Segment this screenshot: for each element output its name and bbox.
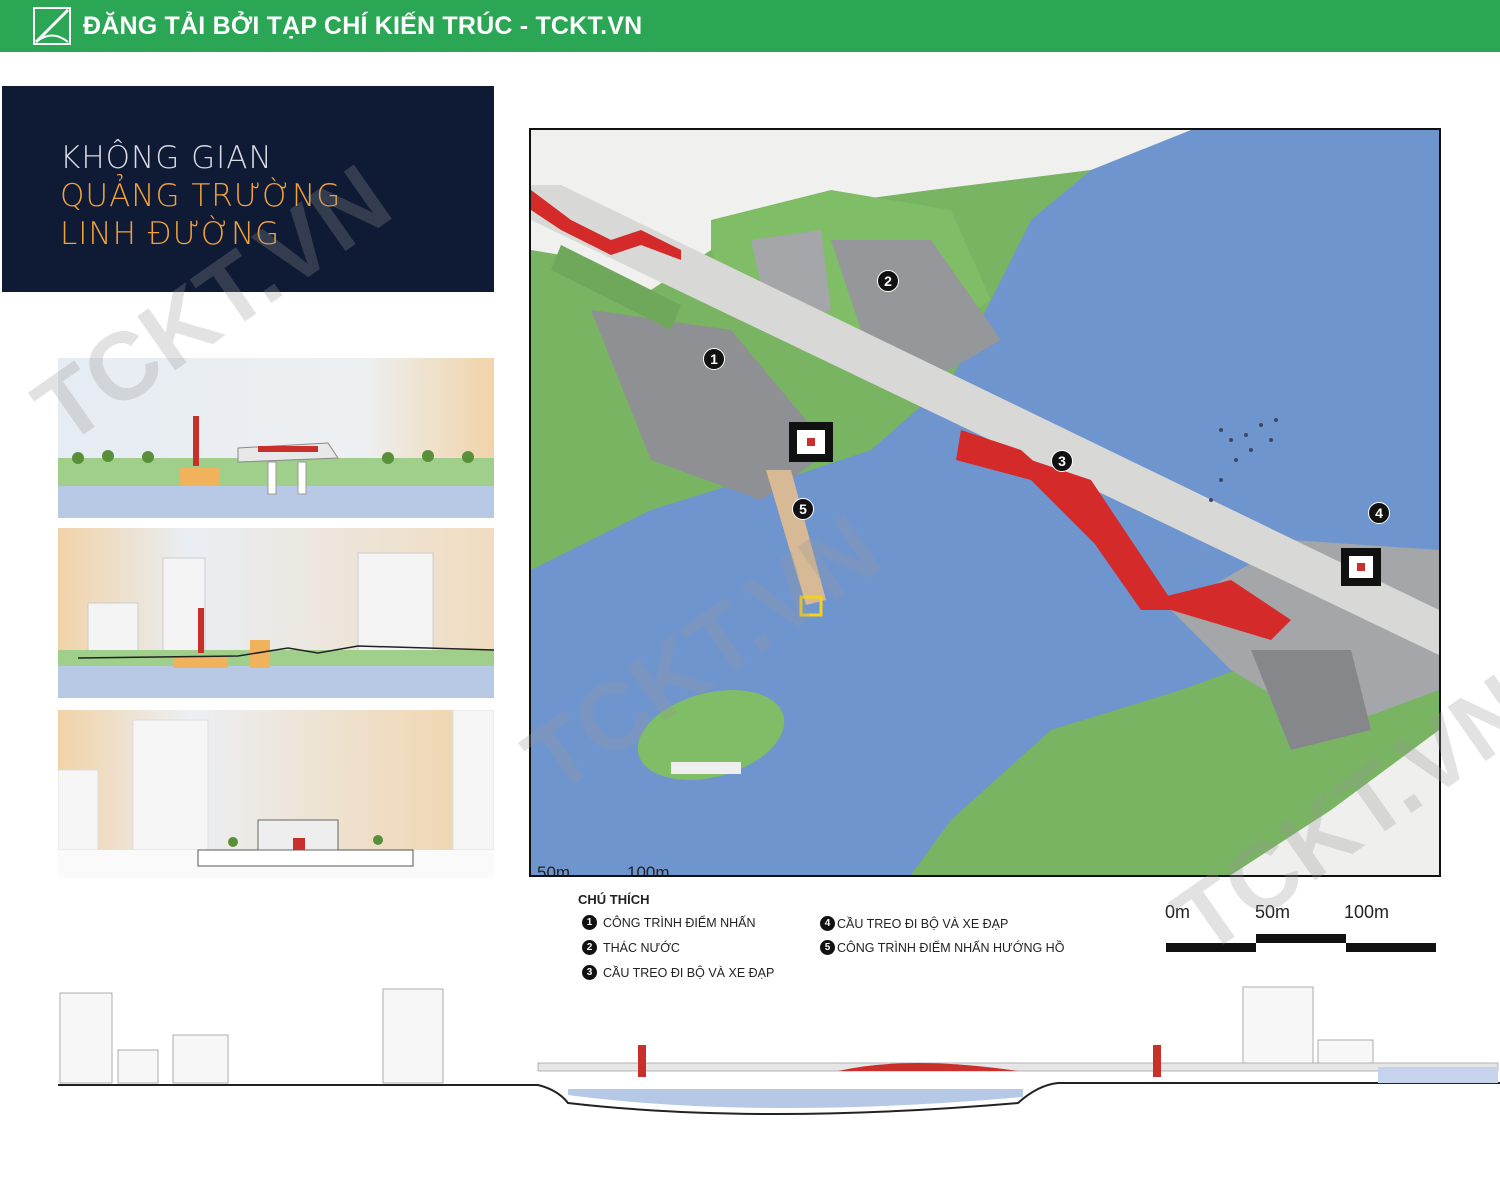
header-banner: ĐĂNG TẢI BỞI TẠP CHÍ KIẾN TRÚC - TCKT.VN xyxy=(0,0,1500,52)
title-line-2: QUẢNG TRƯỜNG xyxy=(60,178,342,214)
legend-item-1: 1 CÔNG TRÌNH ĐIỂM NHẤN xyxy=(582,915,756,930)
legend-label: THÁC NƯỚC xyxy=(603,940,680,955)
tckt-logo-icon xyxy=(33,7,71,45)
map-marker-2[interactable]: 2 xyxy=(877,270,899,292)
number-badge-icon: 2 xyxy=(582,940,597,955)
number-badge-icon: 1 xyxy=(582,915,597,930)
map-scale-50m: 50m xyxy=(537,863,571,877)
banner-text: ĐĂNG TẢI BỞI TẠP CHÍ KIẾN TRÚC - TCKT.VN xyxy=(83,11,643,40)
map-scale-100m: 100m xyxy=(627,863,670,877)
number-badge-icon: 5 xyxy=(820,940,835,955)
scalebar-segment xyxy=(1166,943,1256,952)
scalebar-label-100: 100m xyxy=(1344,902,1390,922)
map-marker-4[interactable]: 4 xyxy=(1368,502,1390,524)
map-marker-3[interactable]: 3 xyxy=(1051,450,1073,472)
legend-item-3: 3 CẦU TREO ĐI BỘ VÀ XE ĐẠP xyxy=(582,965,774,980)
number-badge-icon: 3 xyxy=(582,965,597,980)
scalebar-segment xyxy=(1346,943,1436,952)
legend-label: CẦU TREO ĐI BỘ VÀ XE ĐẠP xyxy=(837,916,1009,931)
title-box: KHÔNG GIAN QUẢNG TRƯỜNG LINH ĐƯỜNG xyxy=(2,86,494,292)
map-marker-1[interactable]: 1 xyxy=(703,348,725,370)
number-badge-icon: 4 xyxy=(820,916,835,931)
map-drawing xyxy=(531,130,1439,875)
section-rendering-3 xyxy=(58,710,494,878)
scalebar-label-50: 50m xyxy=(1255,902,1291,922)
title-line-1: KHÔNG GIAN xyxy=(60,140,273,176)
legend-title: CHÚ THÍCH xyxy=(578,892,650,907)
legend-label: CẦU TREO ĐI BỘ VÀ XE ĐẠP xyxy=(603,965,775,980)
scalebar-label-0: 0m xyxy=(1165,902,1191,922)
title-line-3: LINH ĐƯỜNG xyxy=(60,216,281,252)
map-marker-5[interactable]: 5 xyxy=(792,498,814,520)
section-rendering-1 xyxy=(58,358,494,518)
legend-item-2: 2 THÁC NƯỚC xyxy=(582,940,680,955)
master-plan-map[interactable]: 1 2 3 4 5 50m 100m xyxy=(529,128,1441,877)
legend-label: CÔNG TRÌNH ĐIỂM NHẤN HƯỚNG HỒ xyxy=(837,940,1065,955)
section-rendering-2 xyxy=(58,528,494,698)
long-section-elevation xyxy=(58,986,1500,1115)
scalebar-segment xyxy=(1256,934,1346,943)
legend-label: CÔNG TRÌNH ĐIỂM NHẤN xyxy=(603,915,756,930)
